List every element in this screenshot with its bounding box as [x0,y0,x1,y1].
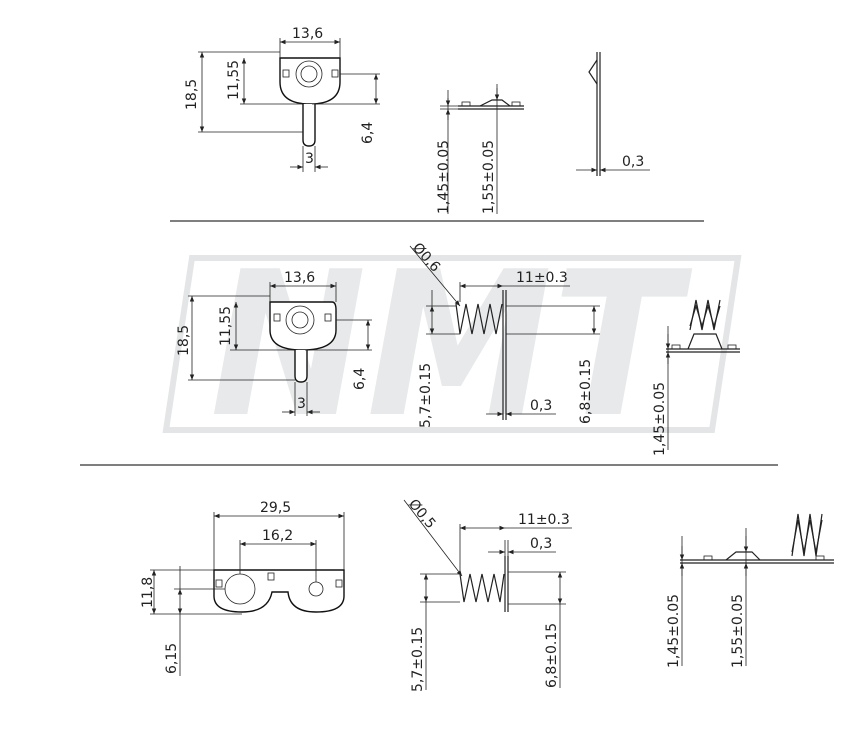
middle-spring-length-label: 11±0.3 [516,270,568,286]
bottom-front-height-label: 11,8 [140,577,156,608]
bottom-front-offset-label: 6,15 [164,643,180,674]
middle-front-height-label: 18,5 [176,325,192,356]
top-side-view: 1,45±0.05 1,55±0.05 [436,84,524,214]
top-front-width-label: 13,6 [292,26,323,42]
top-front-tab-label: 3 [305,151,314,167]
middle-front-view: 13,6 18,5 11,55 6,4 3 [176,270,372,416]
bottom-side-thickness-b-label: 1,55±0.05 [730,594,746,668]
middle-front-tab-label: 3 [297,396,306,412]
middle-spring-height-b-label: 6,8±0.15 [578,359,594,424]
top-side-thickness-a-label: 1,45±0.05 [436,140,452,214]
bottom-side-thickness-a-label: 1,45±0.05 [666,594,682,668]
middle-side-view: 1,45±0.05 [652,299,740,456]
bottom-spring-length-label: 11±0.3 [518,512,570,528]
bottom-spring-height-b-label: 6,8±0.15 [544,623,560,688]
bottom-front-pitch-label: 16,2 [262,528,293,544]
top-edge-thickness-label: 0,3 [622,154,644,170]
middle-side-thickness-label: 1,45±0.05 [652,382,668,456]
bottom-spring-view: Ø0,5 11±0.3 0,3 5,7±0.15 6,8±0.15 [403,496,572,692]
top-front-offset-label: 6,4 [360,122,376,144]
top-front-height-label: 18,5 [184,79,200,110]
middle-front-width-label: 13,6 [284,270,315,286]
middle-front-inner-height-label: 11,55 [218,306,234,346]
middle-spring-height-a-label: 5,7±0.15 [418,363,434,428]
middle-spring-thickness-label: 0,3 [530,398,552,414]
bottom-spring-height-a-label: 5,7±0.15 [410,627,426,692]
top-edge-view: 0,3 [576,52,650,176]
bottom-spring-wire-label: Ø0,5 [405,496,439,532]
top-front-view: 13,6 18,5 11,55 6,4 3 [184,26,380,172]
middle-front-offset-label: 6,4 [352,368,368,390]
bottom-front-width-label: 29,5 [260,500,291,516]
bottom-spring-thickness-label: 0,3 [530,536,552,552]
bottom-side-view: 1,45±0.05 1,55±0.05 [666,513,834,668]
bottom-front-view: 29,5 16,2 11,8 6,15 [140,500,345,676]
top-side-thickness-b-label: 1,55±0.05 [481,140,497,214]
top-front-inner-height-label: 11,55 [226,60,242,100]
